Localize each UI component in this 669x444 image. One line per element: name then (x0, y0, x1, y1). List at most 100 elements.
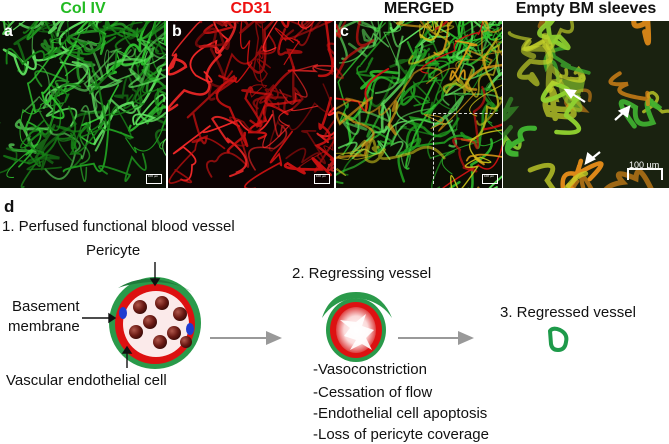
vessel-fiber (189, 21, 229, 83)
regressing-vessel (322, 292, 392, 362)
vessel-fiber (448, 138, 494, 188)
step-cessation-of-flow: -Cessation of flow (313, 384, 433, 401)
vessel-fiber (136, 59, 166, 81)
vessel-fiber (62, 128, 134, 173)
vessel-fiber (387, 100, 399, 136)
vessel-fiber (194, 27, 231, 101)
vessel-fiber (374, 22, 404, 95)
red-blood-cell (167, 326, 181, 340)
panel-title-cd31: CD31 (230, 0, 272, 17)
vessel-fiber (408, 21, 456, 66)
step-endothelial-apoptosis: -Endothelial cell apoptosis (313, 405, 488, 422)
pericyte-label: Pericyte (86, 242, 141, 259)
vessel-fiber (211, 115, 248, 178)
vessel-fiber (67, 21, 112, 90)
vessel-fiber (18, 21, 45, 30)
vessel-fiber (125, 118, 166, 154)
vessel-fiber (449, 48, 502, 132)
transition-arrow (398, 331, 474, 345)
arrow-icon (614, 105, 631, 121)
vessel-fiber (419, 21, 444, 42)
vessel-fiber (473, 21, 494, 41)
vessel-fiber (79, 110, 120, 183)
scale-bar-a-label: 100 µm (148, 174, 159, 178)
endothelial-label: Vascular endothelial cell (6, 372, 167, 389)
pericyte-cell (186, 323, 194, 335)
panel-b-cd31-image: b 100 µm (168, 21, 334, 188)
vessel-fiber (19, 85, 70, 149)
basement-label-2: membrane (8, 318, 80, 335)
scale-bar-c: 100 µm (482, 174, 498, 184)
vessel-fiber (128, 30, 166, 86)
vessel-fiber (503, 96, 520, 143)
panel-a-col-iv-image: a 100 µm (0, 21, 166, 188)
vessel-fiber (450, 129, 502, 188)
vessel-fiber (405, 117, 460, 150)
vessel-fiber (18, 46, 58, 168)
red-blood-cell (155, 296, 169, 310)
vessel-fiber (442, 92, 502, 106)
arrow-icon (563, 88, 586, 103)
vessel-fiber (5, 34, 117, 66)
red-blood-cell (180, 336, 192, 348)
vessel-fiber (336, 21, 375, 80)
vessel-fiber (618, 98, 663, 129)
vessel-fiber (6, 87, 75, 178)
vessel-fiber (336, 21, 347, 80)
vessel-fiber (262, 21, 315, 52)
vessel-fiber (460, 37, 500, 142)
vessel-fiber (43, 21, 54, 56)
scale-bar-b-label: 100 µm (316, 174, 327, 178)
vessel-fiber (70, 99, 111, 154)
panel-title-empty-bm-sleeves: Empty BM sleeves (515, 0, 657, 17)
inset-scale-bar: 100 µm (627, 160, 663, 180)
transition-arrow (210, 331, 282, 345)
vessel-fiber (336, 96, 375, 160)
vessel-fiber (361, 21, 379, 32)
vessel-fiber (503, 134, 522, 150)
vessel-fiber (26, 21, 42, 41)
vessel-fiber (89, 21, 125, 38)
vessel-fiber (390, 118, 454, 157)
red-blood-cell (143, 315, 157, 329)
inset-scale-bar-label: 100 µm (629, 160, 660, 170)
vessel-fiber (560, 158, 604, 188)
vessel-fiber (478, 21, 500, 37)
stage3-title: 3. Regressed vessel (500, 304, 636, 321)
vessel-fiber (215, 74, 249, 153)
vessel-fiber (301, 21, 308, 30)
panel-letter-a: a (4, 23, 13, 40)
red-blood-cell (133, 300, 147, 314)
vessel-fiber (252, 21, 271, 82)
vessel-fiber (34, 123, 56, 159)
panel-c-merged-image: c 100 µm (336, 21, 502, 188)
vessel-fiber (286, 21, 314, 47)
vessel-fiber (375, 21, 386, 33)
vessel-fiber (8, 118, 50, 154)
vessel-fiber (360, 41, 418, 142)
inset-region-box (433, 113, 498, 184)
vessel-fiber (364, 138, 446, 164)
vessel-fiber (287, 58, 334, 73)
vessel-fiber (168, 137, 226, 184)
vessel-fiber (143, 21, 166, 63)
vessel-fiber (244, 130, 293, 188)
vessel-fiber (268, 83, 333, 152)
vessel-fiber (420, 21, 484, 74)
vessel-fiber (255, 84, 292, 115)
functional-vessel (109, 277, 201, 369)
vessel-fiber (205, 138, 250, 178)
vessel-fiber (13, 21, 51, 74)
vessel-fiber (88, 21, 157, 130)
vessel-fiber (383, 21, 402, 63)
vessel-fiber (504, 125, 538, 157)
vessel-fiber (464, 21, 502, 69)
basement-label-1: Basement (12, 298, 80, 315)
vessel-fiber (128, 96, 166, 132)
vessel-fiber (336, 139, 383, 176)
vessel-fiber (423, 92, 477, 132)
scale-bar-c-label: 100 µm (484, 174, 495, 178)
vessel-fiber (608, 71, 650, 107)
vessel-fiber (132, 93, 166, 126)
vessel-fiber (283, 21, 330, 41)
